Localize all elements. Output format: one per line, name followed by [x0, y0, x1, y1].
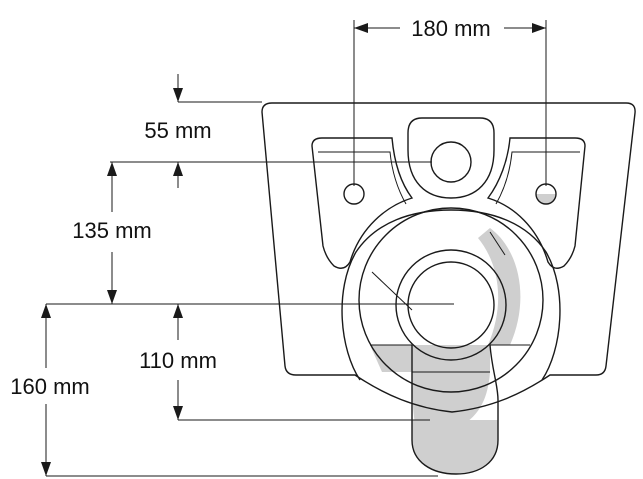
label-top-width: 180 mm: [411, 16, 490, 41]
outlet-inner-ring: [407, 261, 495, 349]
label-lower-height: 110 mm: [139, 348, 217, 373]
left-bracket-contour: [318, 151, 407, 205]
arrowhead-left: [354, 23, 368, 33]
pan-diagonal-right: [489, 231, 506, 256]
body-outline: [261, 102, 636, 413]
extension-lines: [46, 20, 547, 477]
arrowhead-up: [107, 162, 117, 176]
arrowhead-down: [107, 290, 117, 304]
label-top-offset: 55 mm: [144, 118, 211, 143]
arrowhead-down: [173, 88, 183, 102]
arrowhead-down: [173, 406, 183, 420]
dimension-top-width: 180 mm: [354, 16, 546, 41]
pan-shading-left: [370, 345, 412, 372]
bottom-trap-shading: [412, 420, 498, 474]
pan-shading-right: [478, 228, 521, 345]
outlet-outer-ring: [395, 249, 507, 361]
dimension-top-offset: 55 mm: [144, 74, 212, 188]
dimension-total-height: 160 mm: [10, 304, 90, 476]
inlet-pipe: [430, 141, 472, 183]
arrowhead-up: [173, 304, 183, 318]
trap-pipe: [411, 344, 499, 475]
dimension-mid-height: 135 mm: [72, 162, 152, 304]
arrowhead-up: [41, 304, 51, 318]
label-total-height: 160 mm: [10, 374, 89, 399]
dimension-lower-height: 110 mm: [139, 304, 217, 420]
right-bracket-pad: [486, 137, 586, 269]
inlet-housing: [407, 117, 495, 199]
right-bracket-contour: [495, 151, 580, 205]
arrowhead-up: [173, 162, 183, 176]
bowl-inner-ring: [358, 207, 544, 393]
right-hole-shading: [536, 194, 556, 204]
label-mid-height: 135 mm: [72, 218, 151, 243]
arrowhead-right: [532, 23, 546, 33]
left-bracket-pad: [311, 137, 414, 269]
toilet-body: [261, 102, 636, 475]
arrowhead-down: [41, 462, 51, 476]
bowl-rim: [341, 209, 561, 381]
left-mounting-hole: [343, 183, 365, 205]
